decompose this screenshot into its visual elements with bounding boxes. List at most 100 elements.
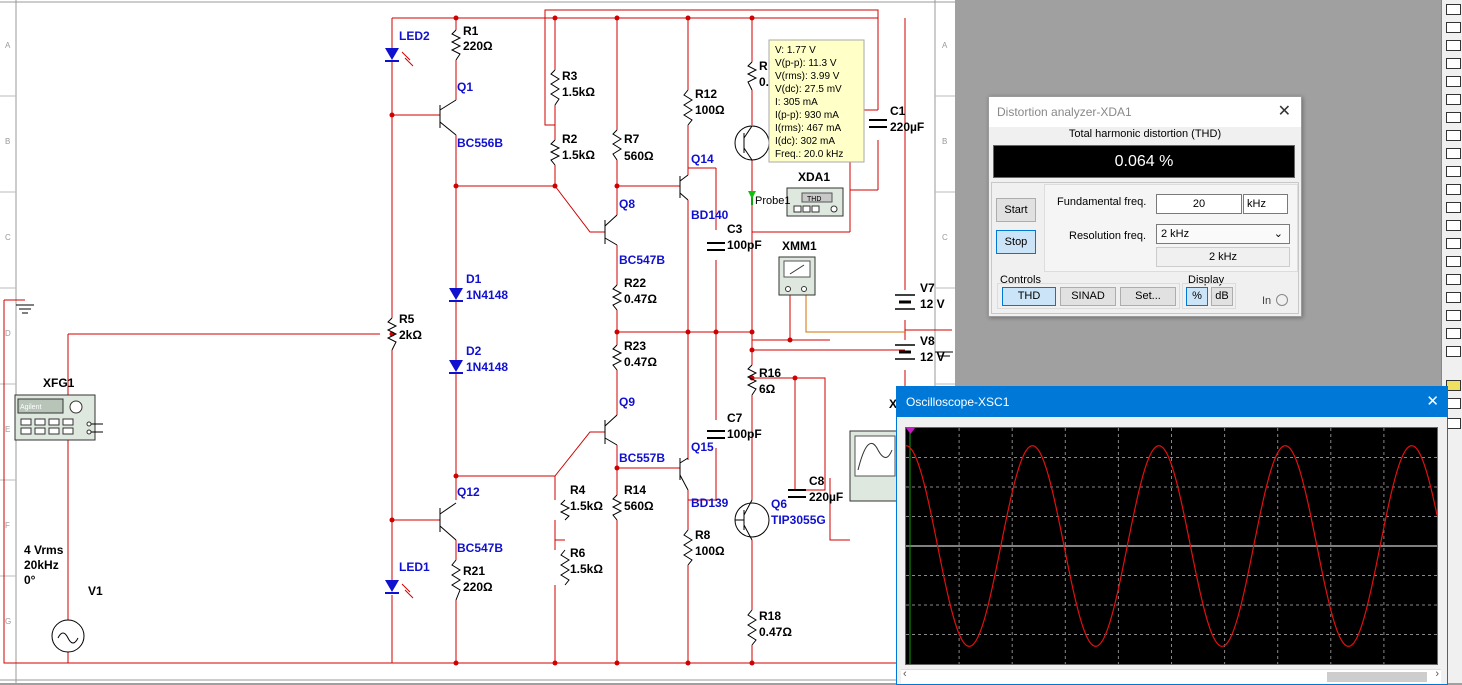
- agilent-scope-tool-icon[interactable]: [1446, 292, 1461, 303]
- transistor-r-power[interactable]: [734, 125, 770, 161]
- scroll-right-icon[interactable]: ›: [1435, 668, 1439, 680]
- wattmeter-tool-icon[interactable]: [1446, 40, 1461, 51]
- capacitor-c8[interactable]: [788, 489, 806, 498]
- frequency-counter-tool-icon[interactable]: [1446, 112, 1461, 123]
- percent-display-button[interactable]: %: [1186, 287, 1208, 306]
- scope-hscrollbar[interactable]: ‹ ›: [901, 668, 1441, 684]
- diode-d1-symbol[interactable]: [449, 288, 463, 302]
- label-r-partial: R: [759, 59, 768, 73]
- led2-symbol[interactable]: [385, 48, 414, 67]
- value-r1: 220Ω: [463, 39, 493, 53]
- row-marker-c: C: [5, 233, 11, 242]
- scroll-left-icon[interactable]: ‹: [903, 668, 907, 680]
- fundamental-freq-input[interactable]: 20: [1156, 194, 1242, 214]
- label-r23: R23: [624, 339, 646, 353]
- spectrum-analyzer-tool-icon[interactable]: [1446, 220, 1461, 231]
- db-display-button[interactable]: dB: [1211, 287, 1233, 306]
- resistor-r23[interactable]: [611, 344, 623, 371]
- resistor-r14[interactable]: [611, 494, 623, 521]
- current-probe-tool-icon[interactable]: [1446, 380, 1461, 391]
- cursor-marker-icon[interactable]: [906, 428, 915, 434]
- logic-converter-tool-icon[interactable]: [1446, 148, 1461, 159]
- resistor-r3[interactable]: [550, 69, 560, 106]
- start-button[interactable]: Start: [996, 198, 1036, 222]
- function-generator-xfg1[interactable]: [14, 394, 103, 441]
- resistor-r5[interactable]: [386, 317, 398, 351]
- sinad-mode-button[interactable]: SINAD: [1060, 287, 1116, 306]
- scroll-thumb[interactable]: [1327, 672, 1427, 682]
- oscilloscope-window[interactable]: Oscilloscope-XSC1 ✕ ‹ ›: [896, 386, 1448, 685]
- iv-analyzer-tool-icon[interactable]: [1446, 184, 1461, 195]
- xda-window-title[interactable]: Distortion analyzer-XDA1: [989, 97, 1301, 127]
- probe-tool-icon[interactable]: [1446, 398, 1461, 409]
- word-generator-tool-icon[interactable]: [1446, 130, 1461, 141]
- resolution-freq-select[interactable]: 2 kHz ⌄: [1156, 224, 1290, 244]
- input-terminal-icon[interactable]: [1276, 294, 1288, 306]
- distortion-analyzer-window[interactable]: Distortion analyzer-XDA1 ✕ Total harmoni…: [988, 96, 1302, 317]
- transistor-q12[interactable]: [439, 502, 457, 541]
- xmm1-multimeter-icon[interactable]: [778, 256, 816, 296]
- transistor-q15[interactable]: [679, 457, 689, 491]
- v1-phase: 0°: [24, 573, 36, 587]
- agilent-generator-tool-icon[interactable]: [1446, 256, 1461, 267]
- resistor-r4[interactable]: [559, 499, 571, 521]
- resistor-r8[interactable]: [683, 529, 693, 566]
- logic-analyzer-tool-icon[interactable]: [1446, 166, 1461, 177]
- channel-a-trace: [905, 445, 1438, 647]
- resistor-r18[interactable]: [747, 609, 757, 646]
- resistor-r-partial[interactable]: [746, 61, 758, 91]
- resistor-r16[interactable]: [746, 364, 758, 396]
- led1-symbol[interactable]: [385, 580, 414, 599]
- resistor-r12[interactable]: [683, 89, 693, 126]
- multimeter-tool-icon[interactable]: [1446, 4, 1461, 15]
- xda-main-panel: [991, 182, 1299, 314]
- transistor-q8[interactable]: [604, 214, 618, 246]
- value-r-partial: 0.: [759, 75, 769, 89]
- xda1-instrument-icon[interactable]: [786, 187, 844, 217]
- schematic-canvas[interactable]: A B C D E F G A B C: [0, 0, 955, 683]
- xsc1-oscilloscope-icon[interactable]: [849, 430, 901, 502]
- agilent-multimeter-tool-icon[interactable]: [1446, 274, 1461, 285]
- label-xfg1: XFG1: [43, 376, 75, 390]
- transistor-q1[interactable]: [439, 99, 457, 136]
- type-d2: 1N4148: [466, 360, 508, 374]
- xsc-window-title[interactable]: Oscilloscope-XSC1: [897, 387, 1447, 417]
- ni-elvis-tool-icon[interactable]: [1446, 346, 1461, 357]
- tektronix-scope-tool-icon[interactable]: [1446, 310, 1461, 321]
- resistor-r1[interactable]: [450, 29, 462, 61]
- ac-source-v1[interactable]: [51, 619, 85, 653]
- labview-tool-icon[interactable]: [1446, 328, 1461, 339]
- resistor-r6[interactable]: [560, 549, 570, 586]
- oscilloscope-tool-icon[interactable]: [1446, 58, 1461, 69]
- resistor-r21[interactable]: [451, 559, 461, 601]
- settings-button[interactable]: Set...: [1120, 287, 1176, 306]
- resistor-r7[interactable]: [612, 129, 622, 161]
- stop-button[interactable]: Stop: [996, 230, 1036, 254]
- capacitor-c1[interactable]: [869, 119, 887, 128]
- capacitor-c3[interactable]: [707, 242, 725, 251]
- battery-v8[interactable]: [895, 344, 915, 360]
- type-q14: BD140: [691, 208, 729, 222]
- transistor-q6[interactable]: [734, 499, 770, 541]
- close-icon[interactable]: ✕: [1426, 393, 1439, 410]
- instrument-misc-icon[interactable]: [1446, 418, 1461, 429]
- resistor-r22[interactable]: [611, 284, 623, 311]
- diode-d2-symbol[interactable]: [449, 360, 463, 374]
- tooltip-line: V(p-p): 11.3 V: [775, 58, 837, 69]
- probe-marker-icon[interactable]: [748, 191, 756, 199]
- capacitor-c7[interactable]: [707, 430, 725, 439]
- thd-mode-button[interactable]: THD: [1002, 287, 1056, 306]
- transistor-q9[interactable]: [604, 414, 618, 446]
- label-r8: R8: [695, 528, 711, 542]
- function-generator-tool-icon[interactable]: [1446, 22, 1461, 33]
- network-analyzer-tool-icon[interactable]: [1446, 238, 1461, 249]
- fundamental-unit-field[interactable]: kHz: [1243, 194, 1288, 214]
- scope-screen[interactable]: [905, 427, 1438, 665]
- four-channel-scope-tool-icon[interactable]: [1446, 76, 1461, 87]
- bode-plotter-tool-icon[interactable]: [1446, 94, 1461, 105]
- close-icon[interactable]: ✕: [1277, 103, 1291, 120]
- battery-v7[interactable]: [895, 294, 915, 310]
- resistor-r2[interactable]: [549, 139, 561, 166]
- distortion-analyzer-tool-icon[interactable]: [1446, 202, 1461, 213]
- transistor-q14[interactable]: [679, 174, 689, 201]
